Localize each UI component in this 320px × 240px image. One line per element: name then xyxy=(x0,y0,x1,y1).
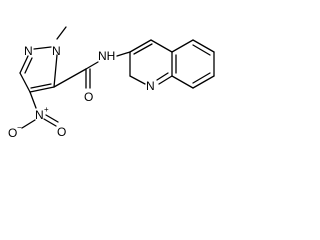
bond-c5-carbonyl xyxy=(53,68,87,88)
bond-c7-c8 xyxy=(192,75,215,89)
bond-nnitro-oright xyxy=(43,118,57,127)
charge-minus: − xyxy=(17,123,22,132)
bond-c4-nnitro xyxy=(29,91,37,109)
bond-c8-c8a xyxy=(171,75,194,89)
structure-diagram: N N NH O N N + O − O xyxy=(8,26,215,140)
bond-n2-c3 xyxy=(19,55,29,74)
atom-n1: N xyxy=(52,44,61,58)
bond-n1q-c2q xyxy=(129,75,146,85)
bond-nnitro-oleft xyxy=(21,119,36,129)
bond-c8a-n1q-double xyxy=(156,72,169,81)
bond-c8a-n1q xyxy=(158,75,173,85)
quinoline-pyridine-ring xyxy=(129,39,173,85)
bond-carbonyl-nh xyxy=(85,61,99,70)
bond-c5-c6 xyxy=(192,39,215,53)
nitro-group xyxy=(21,91,59,129)
atom-o-nitro-left: O xyxy=(8,126,17,140)
atom-o-carbonyl: O xyxy=(84,90,93,104)
atom-n-quinoline: N xyxy=(146,79,155,93)
bond-c4q-c4a xyxy=(150,39,173,53)
bond-c5-c6-double xyxy=(192,44,211,56)
quinoline-benzene-ring xyxy=(171,39,215,89)
bond-nh-c3q xyxy=(116,51,131,57)
atom-o-nitro-right: O xyxy=(57,125,66,139)
bond-nnitro-oright-double xyxy=(45,114,59,123)
atom-n2: N xyxy=(24,44,33,58)
pyrazole-ring xyxy=(19,46,58,93)
atom-n-nitro: N xyxy=(35,108,44,122)
atom-nh: NH xyxy=(98,49,115,63)
charge-plus: + xyxy=(44,105,49,114)
bond-c7-c8-double xyxy=(192,72,211,84)
bond-c4-c5 xyxy=(29,86,55,93)
bond-n1-methyl xyxy=(56,26,67,40)
bond-c3q-c4q-double xyxy=(133,43,153,55)
bond-n2-n1 xyxy=(33,46,52,50)
bond-c4a-c5 xyxy=(171,39,194,53)
bond-c4-c5-double xyxy=(30,83,52,89)
bond-n2-c3-double xyxy=(24,57,33,74)
bond-c3q-c4q xyxy=(129,39,152,53)
bond-c3-c4 xyxy=(19,72,31,93)
amide-group xyxy=(53,51,131,89)
bond-c5-n1 xyxy=(53,54,58,88)
